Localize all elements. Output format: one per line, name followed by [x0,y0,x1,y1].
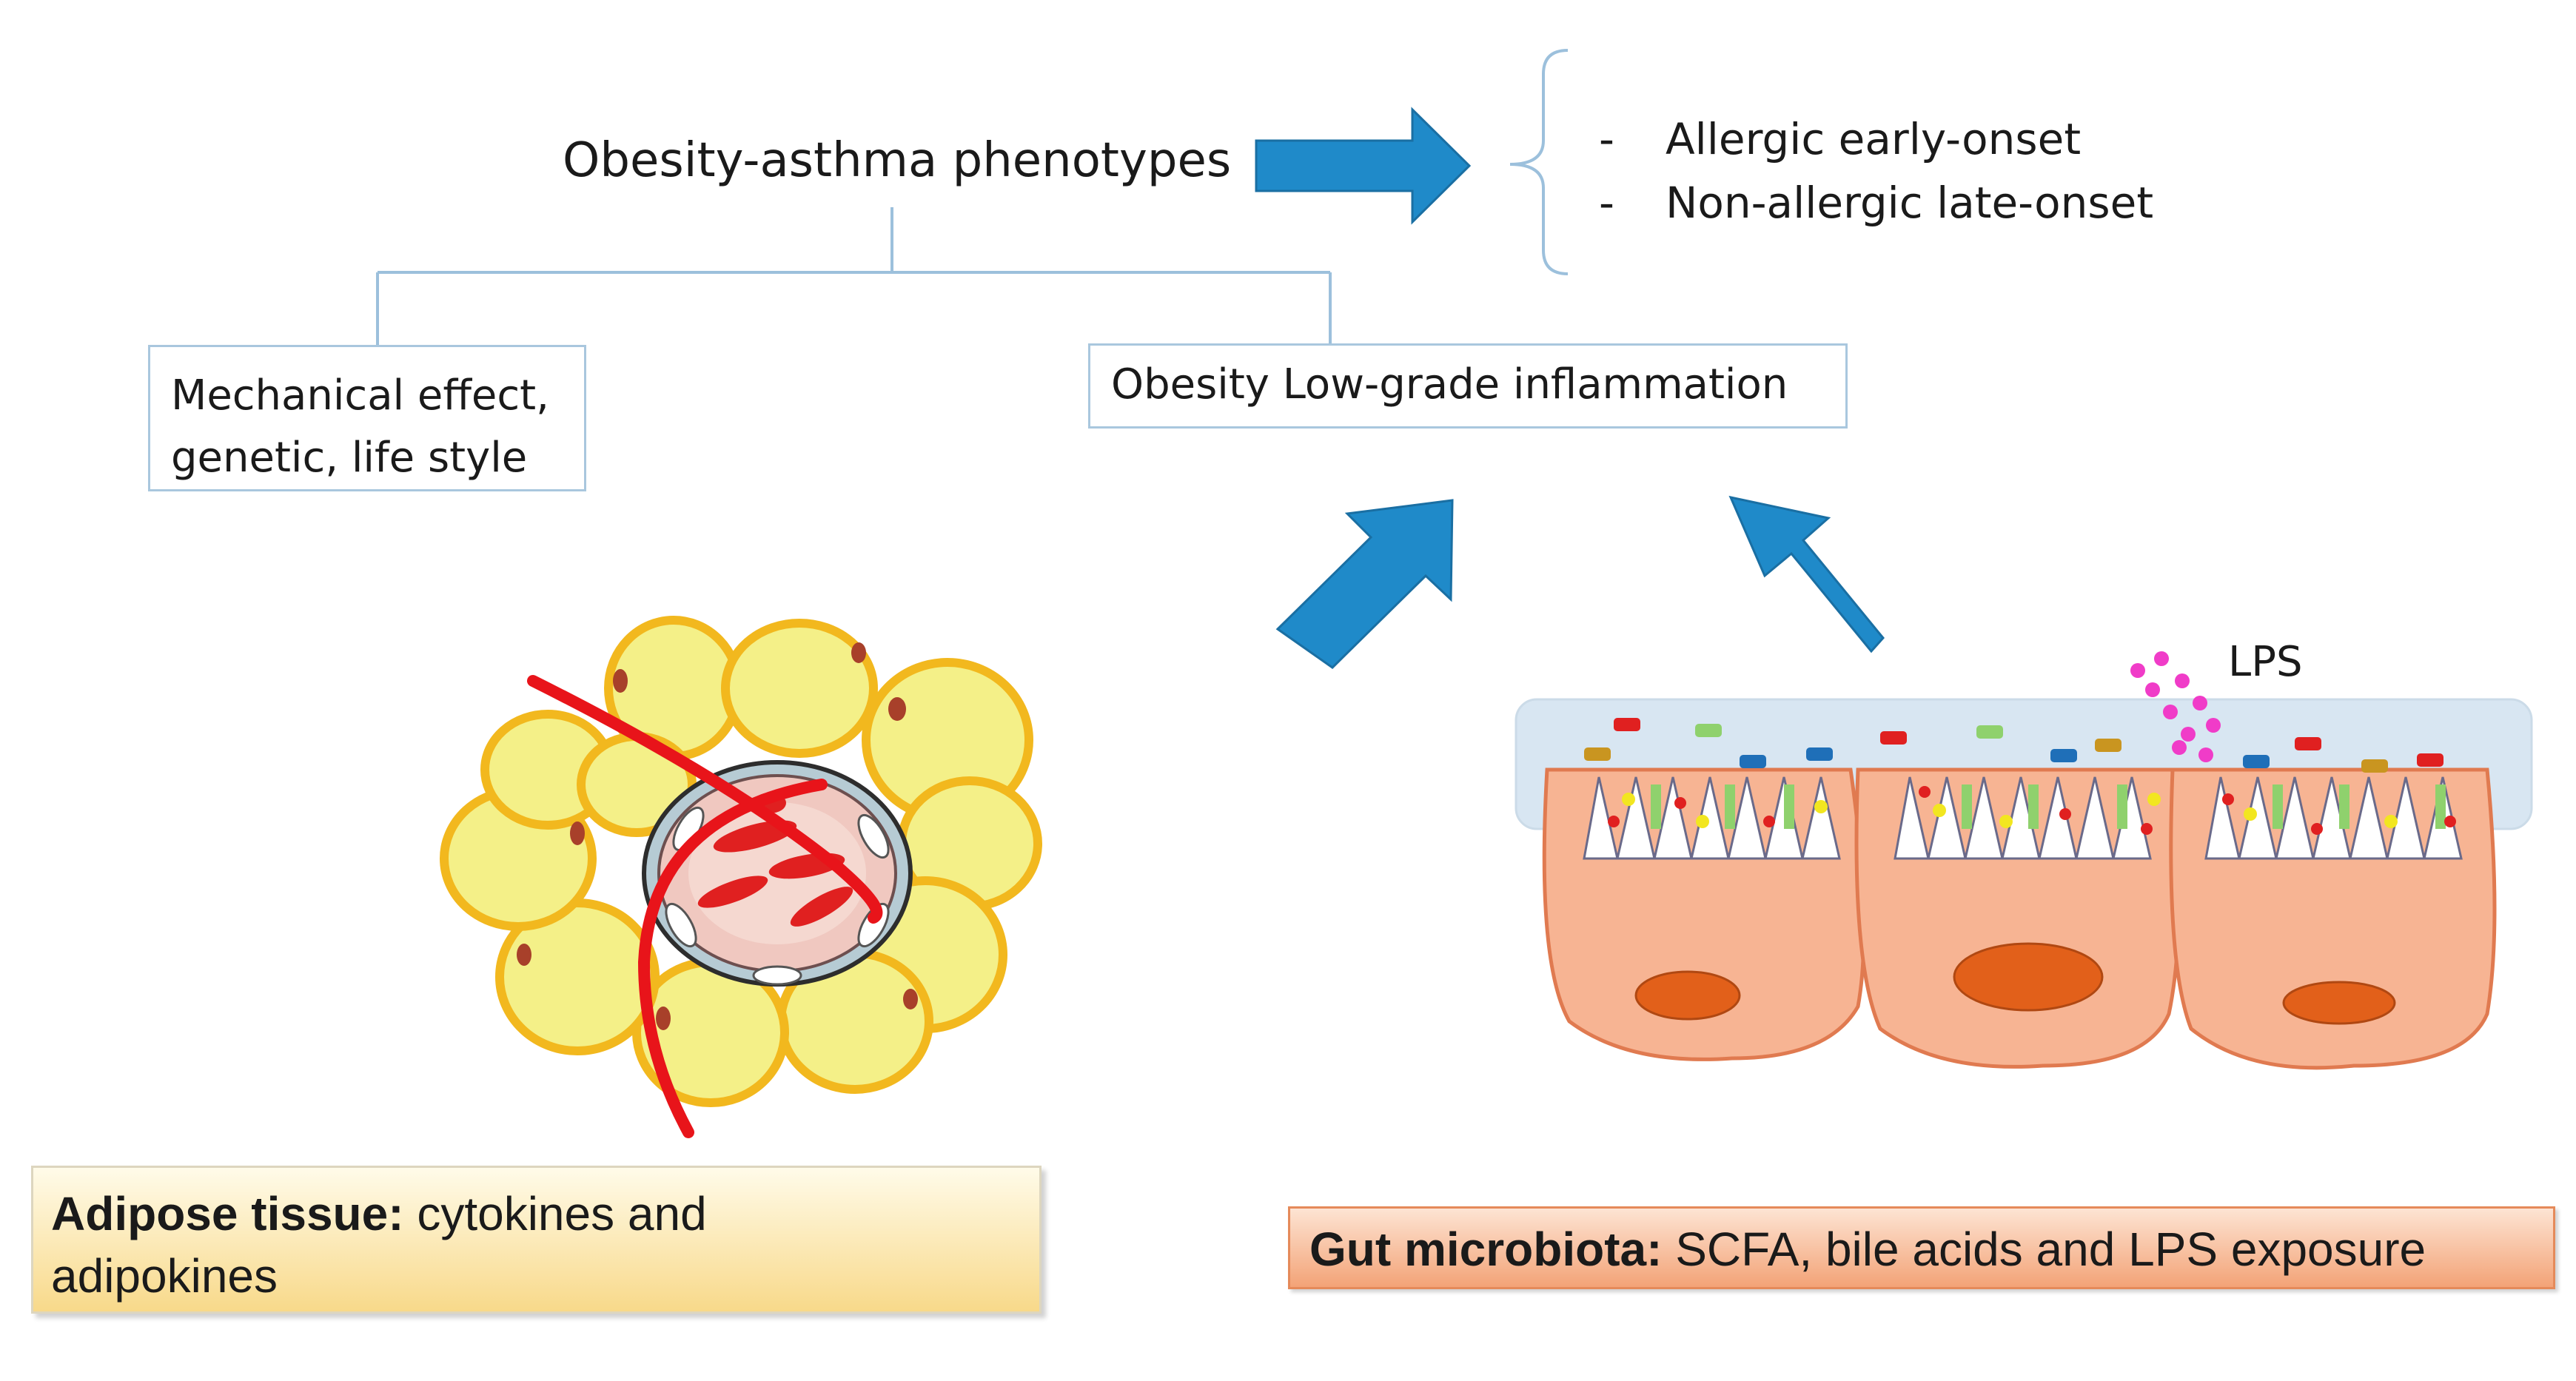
lps-label: LPS [2228,638,2303,686]
blood-vessel [642,760,913,987]
diagram-title: Obesity-asthma phenotypes [563,133,1232,188]
adipose-tissue-label: Adipose tissue: cytokines and adipokines [31,1166,1042,1314]
phenotype-item: -Allergic early-onset [1599,114,2082,164]
adipose-text: cytokines and [403,1187,707,1240]
adipose-text-line2: adipokines [51,1249,278,1303]
adipose-bold: Adipose tissue: [51,1187,404,1240]
box-line: genetic, life style [171,434,528,482]
phenotype-item: -Non-allergic late-onset [1599,178,2154,228]
diagonal-arrow-up-right-icon [1275,499,1454,669]
lps-particles [2130,651,2221,762]
red-vessel-line [527,675,883,1138]
gut-text: SCFA, bile acids and LPS exposure [1662,1223,2426,1276]
bacteria [1584,718,2456,835]
gut-microbiota-label: Gut microbiota: SCFA, bile acids and LPS… [1288,1206,2555,1289]
right-arrow-icon [1255,107,1472,225]
phenotype-list: -Allergic early-onset -Non-allergic late… [1599,107,2153,235]
low-grade-inflammation-box: Obesity Low-grade inflammation [1088,343,1848,429]
diagonal-arrow-up-left-icon [1728,495,1885,653]
box-line: Mechanical effect, [171,372,549,420]
curly-bracket [1509,49,1569,275]
gut-epithelium-illustration [1515,651,2533,1070]
gut-bold: Gut microbiota: [1309,1223,1663,1276]
adipose-tissue-illustration [440,616,1042,1138]
mechanical-effect-box: Mechanical effect, genetic, life style [148,345,586,491]
connector-lines [376,207,1332,345]
